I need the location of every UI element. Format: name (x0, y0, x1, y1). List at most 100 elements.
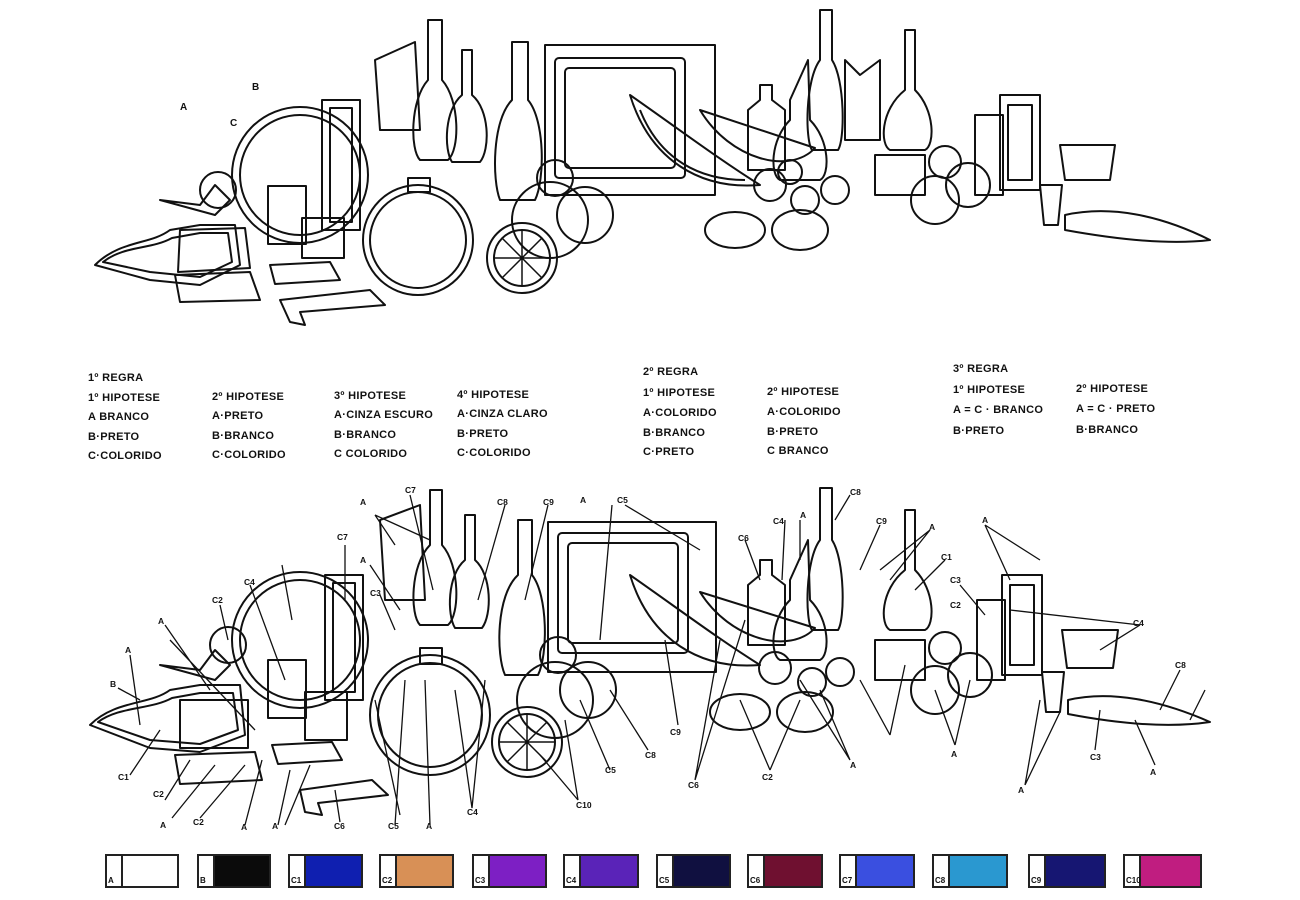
rule1-h1-title: 1º HIPOTESE (88, 392, 161, 404)
swatch-c4: C4 (563, 854, 639, 888)
swatch-color (121, 856, 177, 886)
color-swatch-legend: A B C1 C2 C3 C4 C5 C6 C7 C8 C9 C10 (0, 845, 1300, 895)
rule2-h1-b: B·BRANCO (643, 427, 706, 439)
callout-label: C2 (153, 789, 164, 799)
callout-label: A (272, 821, 278, 831)
swatch-c8: C8 (932, 854, 1008, 888)
rule3-title: 3º REGRA (953, 363, 1009, 375)
rule1-h3-title: 3º HIPOTESE (334, 390, 407, 402)
rule2-h2-a: A·COLORIDO (767, 406, 841, 418)
swatch-color (948, 856, 1006, 886)
callout-label: A (360, 497, 366, 507)
rule3-h2-a: A = C · PRETO (1076, 403, 1156, 415)
rule1-h3-b: B·BRANCO (334, 429, 397, 441)
callout-label: C2 (212, 595, 223, 605)
callout-label: A (850, 760, 856, 770)
callout-label: A (800, 510, 806, 520)
callout-label: A (125, 645, 131, 655)
callout-leader-lines (117, 494, 1206, 826)
rule2-h2-c: C BRANCO (767, 445, 829, 457)
rule1-h1-b: B·PRETO (88, 431, 140, 443)
swatch-code: C7 (842, 876, 853, 885)
swatch-code: A (108, 876, 114, 885)
rule3-h1-a: A = C · BRANCO (953, 404, 1044, 416)
rule1-h1-a: A BRANCO (88, 411, 150, 423)
callout-label: A (580, 495, 586, 505)
callout-label: C7 (405, 485, 416, 495)
callout-label: C9 (543, 497, 554, 507)
rule3-h1-title: 1º HIPOTESE (953, 384, 1026, 396)
callout-label: A (1150, 767, 1156, 777)
swatch-code: C10 (1126, 876, 1141, 885)
callout-label: C10 (576, 800, 592, 810)
rule1-h2-c: C·COLORIDO (212, 449, 286, 461)
callout-label: A (158, 616, 164, 626)
rule3-h2-title: 2º HIPOTESE (1076, 383, 1149, 395)
callout-label: C3 (1090, 752, 1101, 762)
callout-labels: A C7 C8 C9 A C5 C8 C7 A C3 C4 C2 A A B C… (110, 485, 1186, 832)
swatch-code: C1 (291, 876, 302, 885)
rule1-h4-title: 4º HIPOTESE (457, 389, 530, 401)
rule1-title: 1º REGRA (88, 372, 144, 384)
top-label-letters: A B C (180, 82, 259, 129)
swatch-color (304, 856, 361, 886)
callout-label: C2 (950, 600, 961, 610)
callout-label: C8 (850, 487, 861, 497)
callout-label: C8 (497, 497, 508, 507)
swatch-c2: C2 (379, 854, 454, 888)
top-label-a: A (180, 102, 187, 113)
callout-label: C4 (1133, 618, 1144, 628)
swatch-c7: C7 (839, 854, 915, 888)
callout-label: C8 (645, 750, 656, 760)
callout-label: C4 (467, 807, 478, 817)
swatch-c1: C1 (288, 854, 363, 888)
callout-label: C8 (1175, 660, 1186, 670)
callout-label: C3 (370, 588, 381, 598)
swatch-color (855, 856, 913, 886)
swatch-code: C8 (935, 876, 946, 885)
rule1-h2-a: A·PRETO (212, 410, 264, 422)
rule2-h1-title: 1º HIPOTESE (643, 387, 716, 399)
rule3-h1-b: B·PRETO (953, 425, 1005, 437)
swatch-color (1139, 856, 1200, 886)
callout-label: C4 (773, 516, 784, 526)
callout-label: C1 (941, 552, 952, 562)
rule2-title: 2º REGRA (643, 366, 699, 378)
swatch-color (579, 856, 637, 886)
callout-label: C5 (388, 821, 399, 831)
callout-label: A (426, 821, 432, 831)
swatch-color (488, 856, 545, 886)
rule1-h4-c: C·COLORIDO (457, 447, 531, 459)
swatch-code: C3 (475, 876, 486, 885)
callout-label: A (360, 555, 366, 565)
swatch-c5: C5 (656, 854, 731, 888)
rule2-h2-title: 2º HIPOTESE (767, 386, 840, 398)
rule2-h1-c: C·PRETO (643, 446, 695, 458)
swatch-code: C2 (382, 876, 393, 885)
top-label-c: C (230, 118, 237, 129)
callout-label: C1 (118, 772, 129, 782)
rule3-h2-b: B·BRANCO (1076, 424, 1139, 436)
callout-label: C9 (670, 727, 681, 737)
swatch-color (395, 856, 452, 886)
callout-label: C5 (617, 495, 628, 505)
swatch-code: B (200, 876, 206, 885)
swatch-c6: C6 (747, 854, 823, 888)
callout-label: C7 (337, 532, 348, 542)
swatch-code: C5 (659, 876, 670, 885)
swatch-c3: C3 (472, 854, 547, 888)
callout-label: C4 (244, 577, 255, 587)
callout-label: A (929, 522, 935, 532)
callout-label: C3 (950, 575, 961, 585)
top-label-b: B (252, 82, 259, 93)
rule1-h2-b: B·BRANCO (212, 430, 275, 442)
swatch-color (213, 856, 269, 886)
callout-label: A (241, 822, 247, 832)
swatch-color (763, 856, 821, 886)
swatch-code: C4 (566, 876, 577, 885)
rule1-h4-b: B·PRETO (457, 428, 509, 440)
callout-label: A (1018, 785, 1024, 795)
callout-label: C9 (876, 516, 887, 526)
